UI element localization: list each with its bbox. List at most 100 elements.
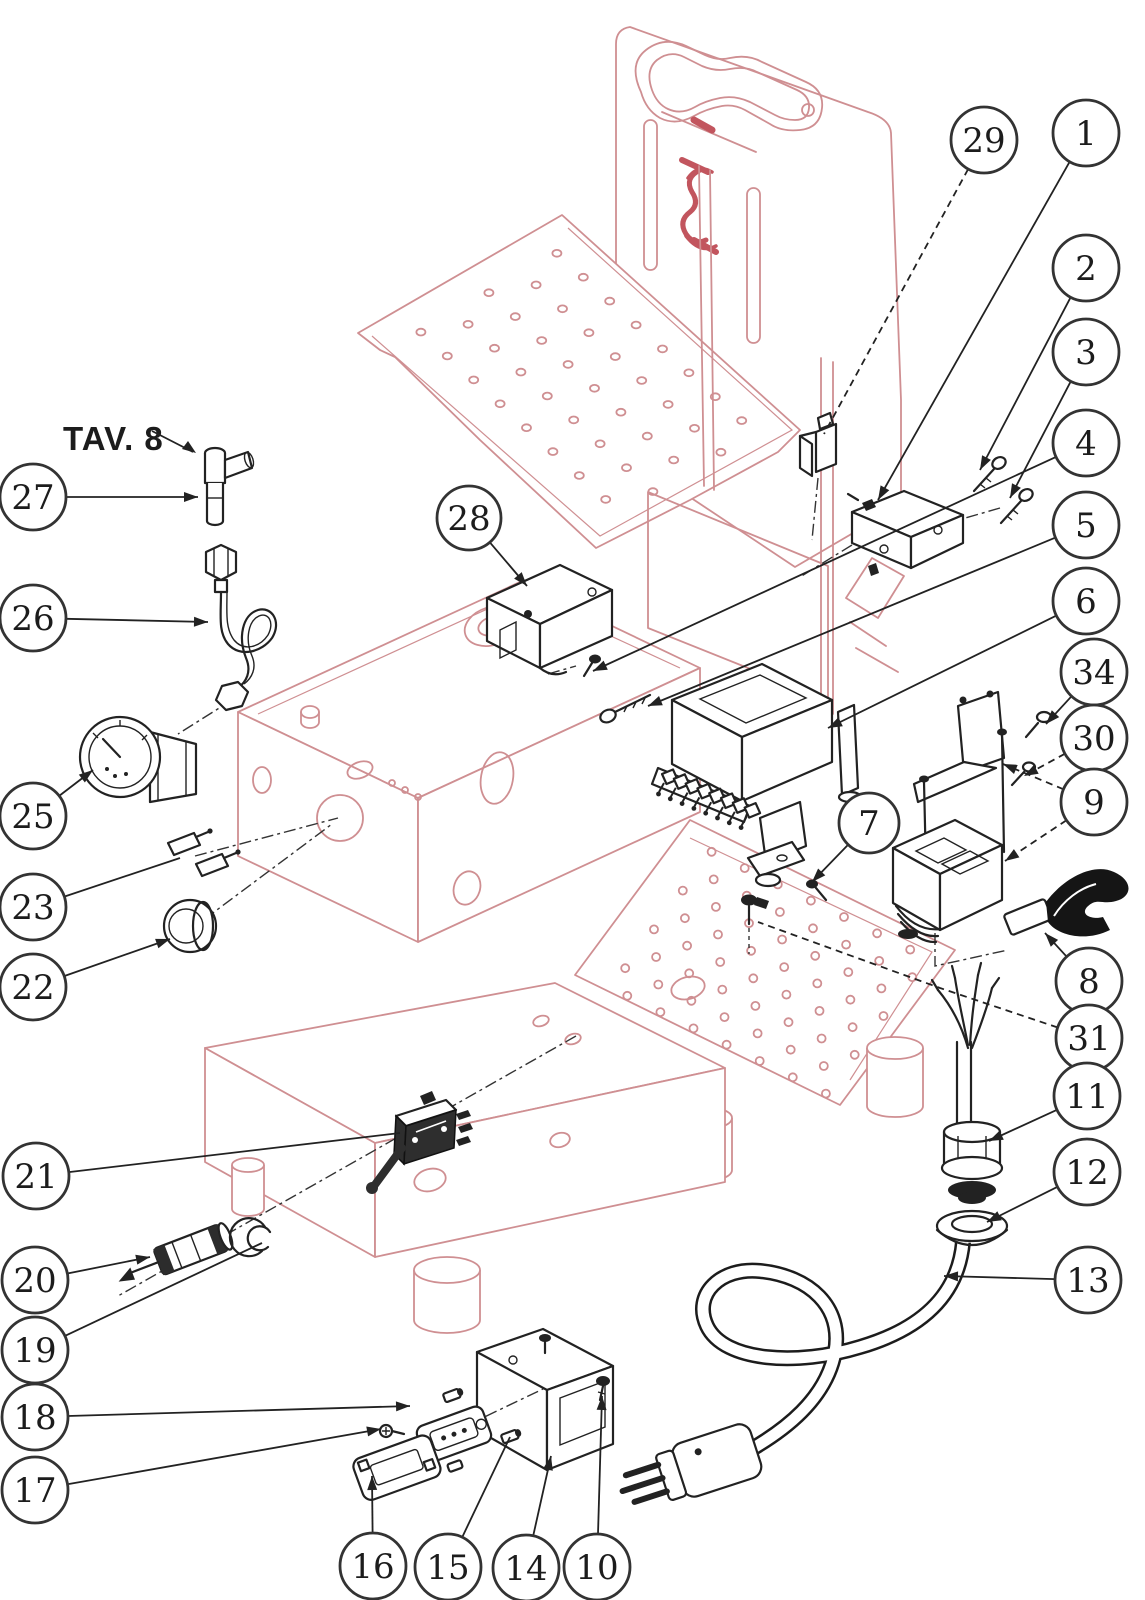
callout-circle-7 [837, 791, 901, 855]
part-23-terminals [166, 828, 241, 878]
callout-circle-6 [1051, 566, 1121, 636]
callout-5: 5 [647, 490, 1121, 707]
callout-number-16: 16 [351, 1547, 394, 1587]
callout-circle-5 [1051, 490, 1121, 560]
callout-number-28: 28 [447, 499, 490, 539]
callout-11: 11 [988, 1061, 1122, 1142]
callout-circle-16 [338, 1531, 408, 1600]
callout-25: 25 [0, 769, 94, 851]
part-3-screw [999, 487, 1034, 525]
part-16-bezel [352, 1434, 442, 1501]
callout-15: 15 [413, 1436, 511, 1600]
leader-line-18 [67, 1405, 411, 1417]
tav-label-group: TAV. 8 [63, 420, 196, 457]
callout-number-19: 19 [13, 1331, 56, 1371]
callout-circle-18 [0, 1382, 70, 1452]
leader-line-6 [827, 614, 1057, 729]
callout-number-20: 20 [13, 1261, 56, 1301]
callout-34: 34 [1045, 637, 1129, 725]
part-22-lamp [162, 898, 218, 954]
callout-number-3: 3 [1075, 333, 1097, 373]
callout-number-30: 30 [1072, 719, 1115, 759]
callout-circle-2 [1051, 233, 1121, 303]
callout-14: 14 [491, 1455, 561, 1600]
callout-circle-3 [1051, 317, 1121, 387]
part-14-housing [475, 1327, 615, 1472]
callout-circle-26 [0, 583, 68, 653]
callout-12: 12 [986, 1137, 1122, 1223]
callout-18: 18 [0, 1382, 411, 1452]
callout-number-31: 31 [1067, 1019, 1110, 1059]
part-28-cover [485, 563, 614, 676]
leader-line-22 [63, 938, 171, 977]
callout-circle-28 [435, 484, 503, 552]
callout-28: 28 [435, 484, 528, 587]
callout-number-23: 23 [11, 888, 54, 928]
callout-number-10: 10 [575, 1548, 618, 1588]
callout-number-22: 22 [11, 968, 54, 1008]
part-10-screw [596, 1376, 610, 1402]
callout-circle-20 [0, 1245, 70, 1315]
leader-line-15 [461, 1436, 511, 1538]
callout-number-6: 6 [1075, 582, 1097, 622]
part-7-bracket [746, 800, 828, 902]
callout-circle-29 [949, 105, 1019, 175]
part-12-grommet [935, 1209, 1009, 1247]
leader-line-3 [1009, 380, 1072, 499]
callout-6: 6 [827, 566, 1121, 729]
callout-27: 27 [0, 462, 198, 532]
callout-circle-1 [1051, 98, 1121, 168]
leader-line-13 [943, 1275, 1056, 1280]
part-4-screw [582, 654, 601, 678]
callout-number-9: 9 [1083, 783, 1105, 823]
part-25-gauge [78, 715, 198, 804]
part-17-screw [378, 1423, 406, 1439]
callout-26: 26 [0, 583, 209, 653]
part-9-controller-box [891, 818, 1004, 944]
callout-20: 20 [0, 1245, 151, 1315]
callout-circle-14 [491, 1533, 561, 1600]
callout-number-25: 25 [11, 797, 54, 837]
tav-8-arrow [182, 441, 196, 453]
part-8-ribbon-cable [1003, 869, 1129, 937]
leader-line-21 [68, 1132, 401, 1173]
part-1-microswitch [846, 489, 965, 576]
callout-16: 16 [338, 1475, 408, 1600]
leader-line-23 [64, 857, 181, 898]
callout-29: 29 [823, 105, 1019, 435]
tav-8-label: TAV. 8 [63, 420, 164, 457]
part-34-screw [1024, 710, 1053, 739]
callout-23: 23 [0, 857, 181, 942]
part-5-screw [599, 693, 652, 724]
leader-line-31 [757, 921, 1058, 1029]
callout-number-8: 8 [1078, 962, 1100, 1002]
callout-circle-11 [1052, 1061, 1122, 1131]
drip-tray-plate [357, 214, 801, 549]
callout-circle-23 [0, 872, 68, 942]
part-15-rivets [442, 1388, 522, 1473]
callout-number-13: 13 [1066, 1261, 1109, 1301]
part-9-bracket [912, 690, 1007, 870]
part-2-screw [972, 455, 1007, 493]
power-plug [619, 1423, 763, 1505]
leader-line-20 [67, 1256, 151, 1275]
callout-circle-15 [413, 1532, 483, 1600]
leader-line-10 [597, 1395, 603, 1535]
base-frame [204, 982, 726, 1334]
callout-21: 21 [1, 1132, 401, 1211]
callout-circle-17 [0, 1455, 70, 1525]
callout-circle-25 [0, 781, 68, 851]
machine-body [204, 26, 956, 1334]
leader-line-4 [592, 456, 1057, 672]
callout-number-29: 29 [962, 121, 1005, 161]
callout-circle-21 [1, 1141, 71, 1211]
callout-1: 1 [877, 98, 1121, 501]
leader-line-19 [64, 1242, 263, 1337]
callout-17: 17 [0, 1426, 382, 1525]
callout-circle-13 [1053, 1245, 1123, 1315]
callout-number-4: 4 [1075, 424, 1097, 464]
callout-8: 8 [1044, 932, 1124, 1016]
